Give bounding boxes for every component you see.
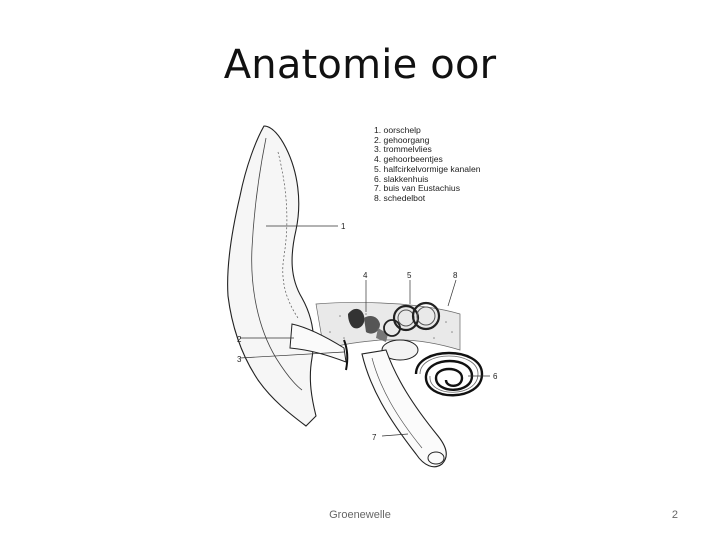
callout-lines	[239, 225, 490, 437]
callout-1: 1	[341, 222, 346, 231]
ear-drawing: 1 2 3 4 5 8 6 7	[227, 125, 498, 468]
callout-7: 7	[372, 433, 377, 442]
auricle-outline	[227, 125, 317, 427]
eardrum	[343, 339, 349, 371]
ossicles	[348, 308, 388, 342]
callout-8: 8	[453, 271, 458, 280]
callout-4: 4	[363, 271, 368, 280]
eustachian-tube	[361, 349, 447, 468]
cochlea	[414, 351, 484, 397]
callout-2: 2	[237, 335, 242, 344]
callout-5: 5	[407, 271, 412, 280]
semicircular-canals	[383, 301, 441, 337]
legend-item: 8. schedelbot	[374, 192, 426, 203]
legend-item: 2. gehoorgang	[374, 134, 430, 145]
legend-item: 5. halfcirkelvormige kanalen	[374, 163, 481, 174]
footer-text: Groenewelle	[329, 509, 391, 521]
auricle-inner-fold	[251, 137, 303, 391]
slide-title: Anatomie oor	[223, 42, 497, 88]
legend-item: 6. slakkenhuis	[374, 173, 429, 184]
legend-item: 7. buis van Eustachius	[374, 183, 460, 194]
tube-opening	[427, 451, 445, 465]
page-number: 2	[671, 509, 678, 521]
auricle-ridge	[277, 151, 299, 319]
legend-item: 4. gehoorbeentjes	[374, 154, 443, 165]
legend-item: 3. trommelvlies	[374, 144, 432, 155]
diagram-legend: 1. oorschelp 2. gehoorgang 3. trommelvli…	[374, 125, 481, 204]
eustachian-tube-inner	[371, 357, 423, 449]
legend-item: 1. oorschelp	[374, 125, 421, 135]
ear-anatomy-diagram: 1 2 3 4 5 8 6 7	[220, 118, 520, 498]
callout-6: 6	[493, 372, 498, 381]
callout-3: 3	[237, 355, 242, 364]
vestibule	[381, 339, 419, 361]
